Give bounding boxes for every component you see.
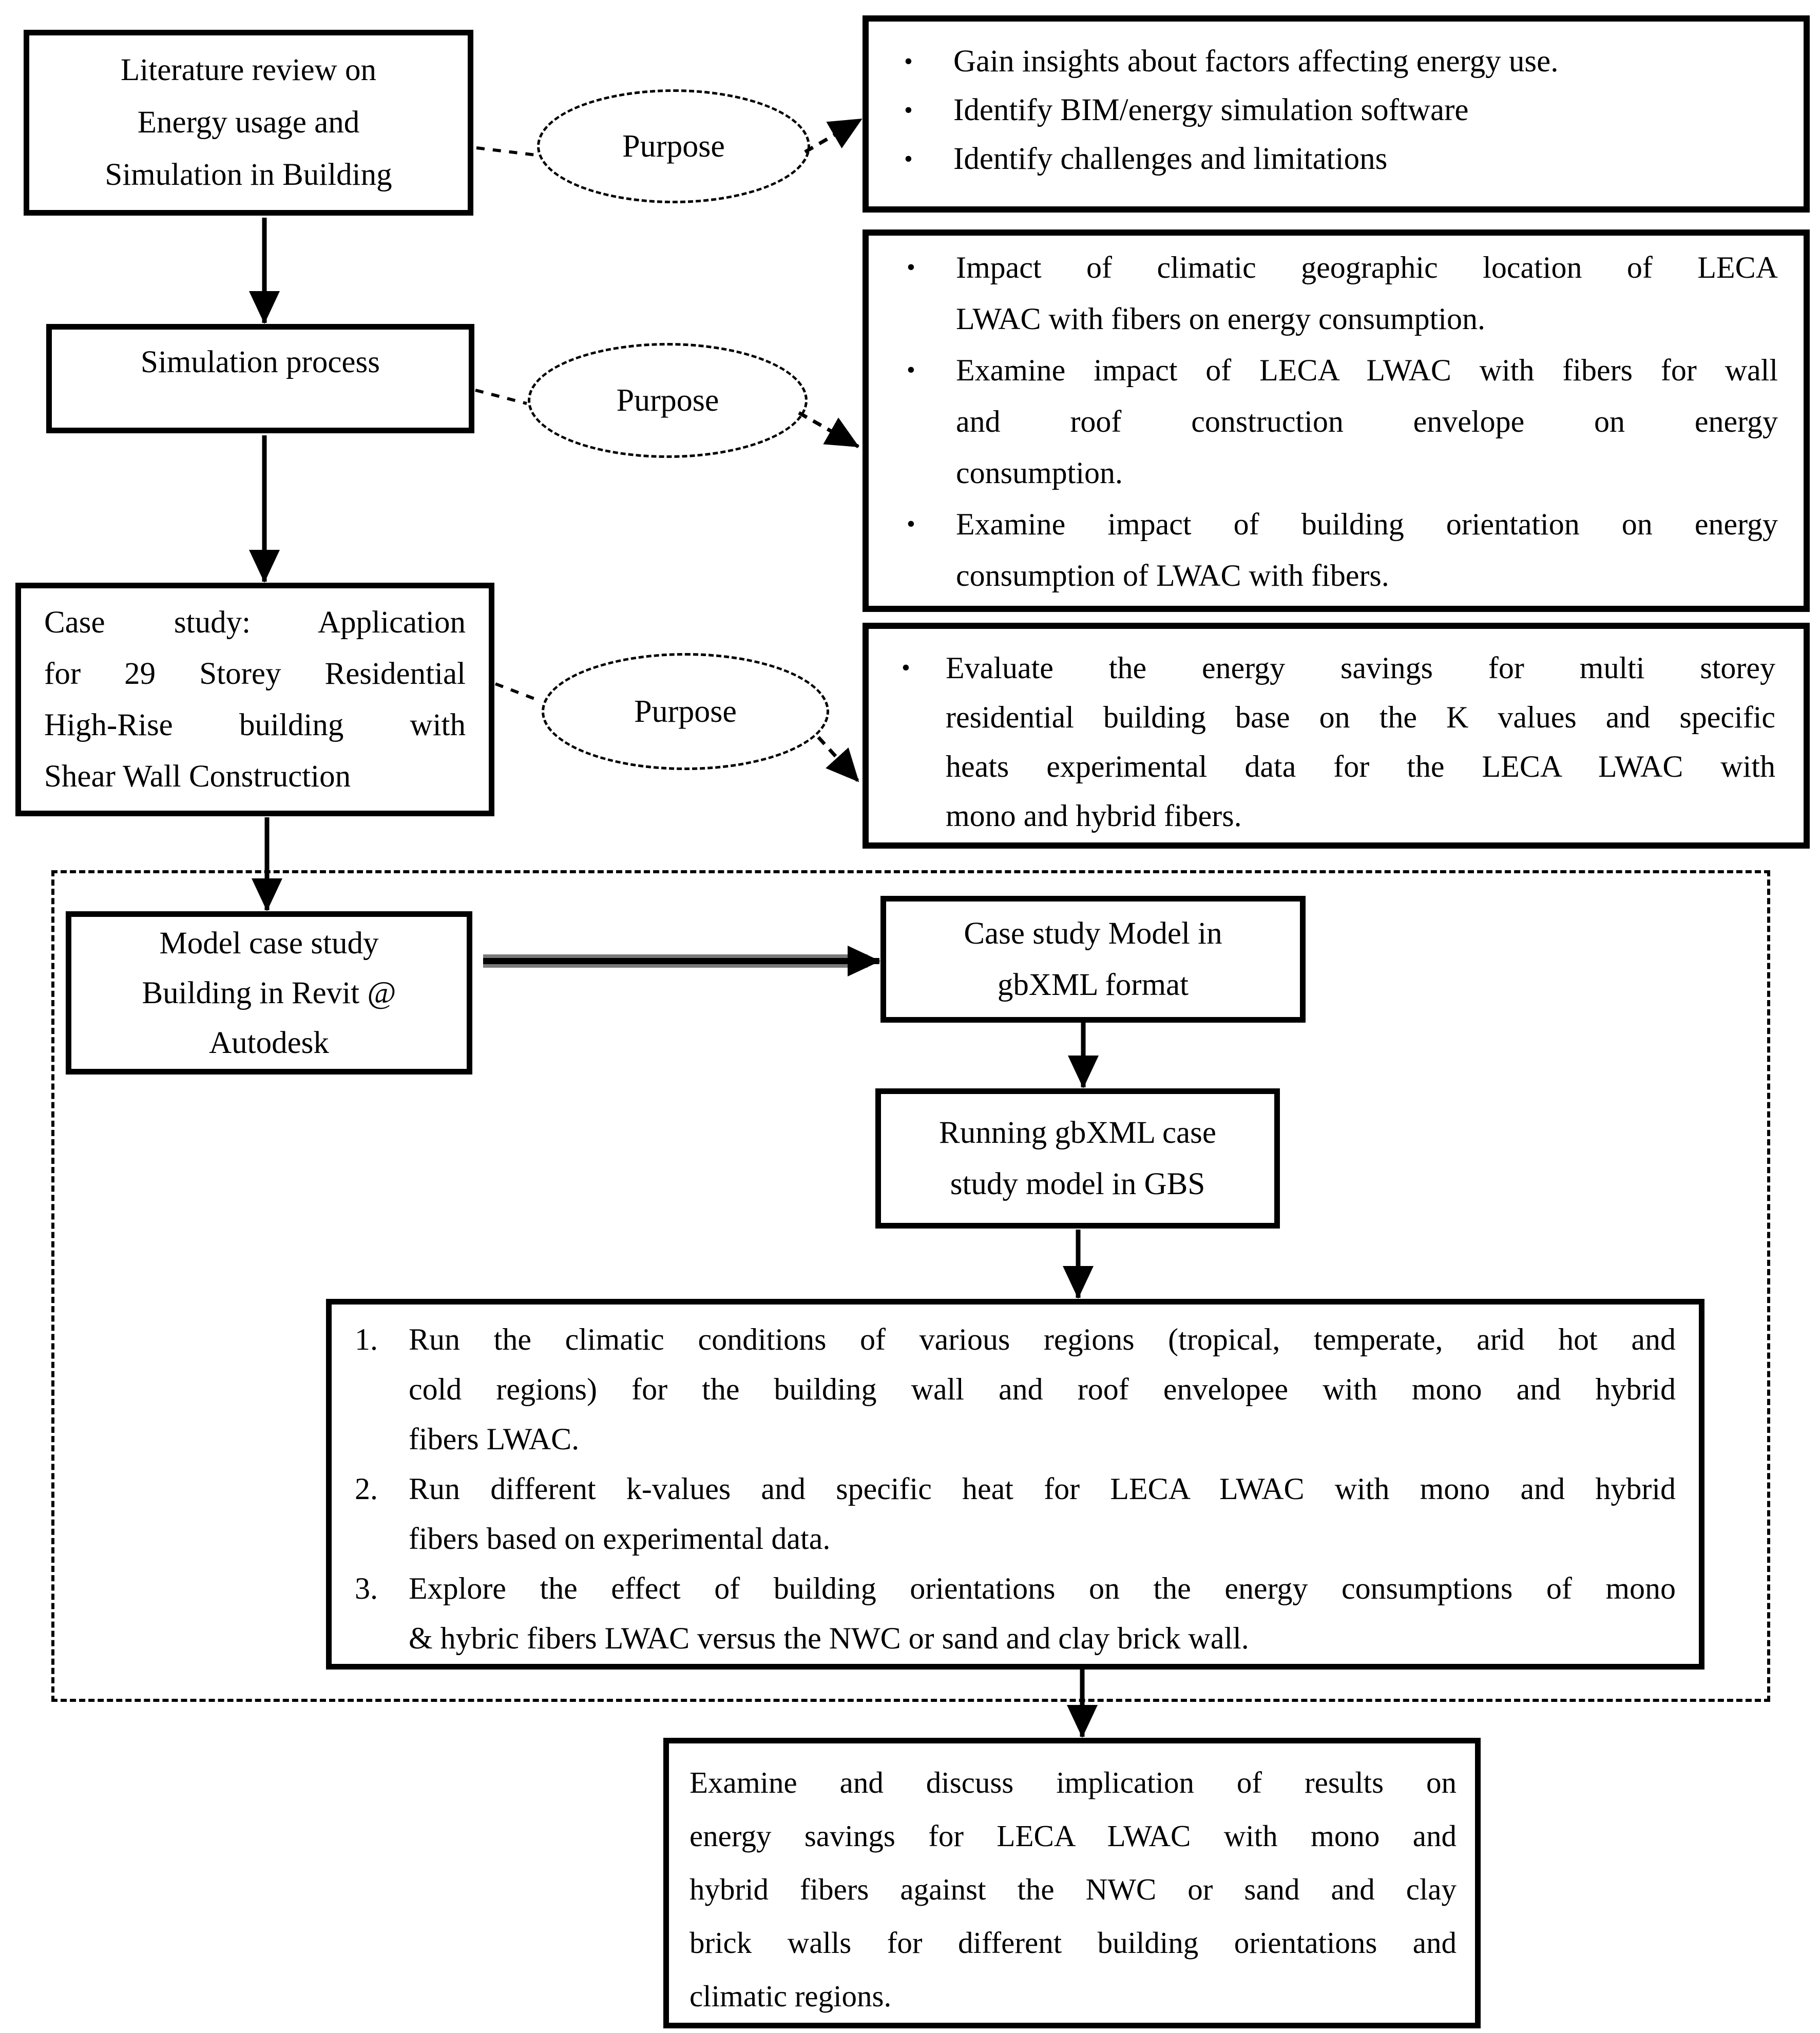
purpose-ellipse-1: Purpose bbox=[537, 89, 810, 203]
bullet-text: Identify challenges and limitations bbox=[953, 142, 1388, 176]
step-text: Run different k-values and specific heat… bbox=[409, 1472, 1676, 1506]
bullet-icon: • bbox=[904, 145, 913, 172]
literature-review-box: Literature review on Energy usage and Si… bbox=[24, 30, 473, 216]
box-text-line: Case study: Application bbox=[44, 605, 466, 640]
purpose-label: Purpose bbox=[634, 694, 737, 729]
bullet-text: consumption of LWAC with fibers. bbox=[956, 559, 1389, 592]
bullet-text: heats experimental data for the LECA LWA… bbox=[946, 750, 1775, 783]
purpose-ellipse-3: Purpose bbox=[542, 653, 829, 770]
simulation-steps-box: 1. Run the climatic conditions of variou… bbox=[326, 1299, 1704, 1670]
box-text-line: Examine and discuss implication of resul… bbox=[689, 1766, 1457, 1799]
box-text-line: Simulation process bbox=[141, 344, 380, 379]
bullet-item: • Identify BIM/energy simulation softwar… bbox=[897, 86, 1780, 135]
simulation-process-dashed-container bbox=[51, 870, 1770, 1702]
box-text-line: study model in GBS bbox=[950, 1166, 1205, 1201]
bullet-icon: • bbox=[902, 654, 910, 681]
bullet-text: residential building base on the K value… bbox=[946, 700, 1775, 734]
bullet-text: Evaluate the energy savings for multi st… bbox=[946, 651, 1775, 685]
box-text-line: energy savings for LECA LWAC with mono a… bbox=[689, 1819, 1457, 1853]
dashed-connector bbox=[475, 389, 527, 405]
step-number: 2. bbox=[355, 1472, 378, 1506]
box-text-line: Building in Revit @ bbox=[142, 975, 396, 1010]
step-number: 1. bbox=[355, 1322, 378, 1356]
box-text-line: Running gbXML case bbox=[939, 1115, 1216, 1150]
case-study-purpose-bullets-box: • Evaluate the energy savings for multi … bbox=[863, 623, 1810, 849]
bullet-text: Gain insights about factors affecting en… bbox=[953, 44, 1559, 79]
bullet-text: Examine impact of LECA LWAC with fibers … bbox=[956, 353, 1778, 387]
results-discussion-box: Examine and discuss implication of resul… bbox=[663, 1738, 1481, 2028]
step-text: Run the climatic conditions of various r… bbox=[409, 1322, 1676, 1356]
step-text: fibers LWAC. bbox=[409, 1422, 580, 1456]
simulation-process-box: Simulation process bbox=[46, 324, 474, 433]
bullet-item: • Identify challenges and limitations bbox=[897, 135, 1780, 183]
bullet-icon: • bbox=[907, 254, 915, 281]
bullet-item: • Gain insights about factors affecting … bbox=[897, 37, 1780, 86]
box-text-line: Shear Wall Construction bbox=[44, 759, 351, 794]
bullet-item: • Evaluate the energy savings for multi … bbox=[894, 643, 1775, 840]
step-text: & hybric fibers LWAC versus the NWC or s… bbox=[409, 1621, 1249, 1655]
box-text-line: Energy usage and bbox=[137, 105, 360, 140]
dashed-arrow-icon bbox=[817, 736, 860, 783]
bullet-icon: • bbox=[904, 97, 913, 124]
gbs-run-box: Running gbXML case study model in GBS bbox=[875, 1088, 1280, 1229]
bullet-text: mono and hybrid fibers. bbox=[946, 799, 1242, 833]
case-study-box: Case study: Application for 29 Storey Re… bbox=[15, 583, 494, 816]
gbxml-model-box: Case study Model in gbXML format bbox=[880, 896, 1306, 1023]
numbered-step: 3. Explore the effect of building orient… bbox=[355, 1564, 1676, 1663]
dashed-arrow-icon bbox=[804, 117, 863, 154]
box-text-line: Simulation in Building bbox=[105, 158, 392, 192]
box-text-line: brick walls for different building orien… bbox=[689, 1926, 1457, 1960]
bullet-text: Identify BIM/energy simulation software bbox=[953, 93, 1469, 127]
box-text-line: for 29 Storey Residential bbox=[44, 656, 466, 691]
dashed-connector bbox=[476, 146, 537, 157]
bullet-item: • Examine impact of building orientation… bbox=[899, 498, 1778, 601]
box-text-line: High-Rise building with bbox=[44, 707, 466, 742]
step-number: 3. bbox=[355, 1571, 378, 1605]
bullet-text: Impact of climatic geographic location o… bbox=[956, 251, 1778, 284]
bullet-item: • Impact of climatic geographic location… bbox=[899, 242, 1778, 344]
revit-model-box: Model case study Building in Revit @ Aut… bbox=[66, 911, 472, 1075]
dashed-connector bbox=[494, 682, 542, 703]
literature-purpose-bullets-box: • Gain insights about factors affecting … bbox=[863, 15, 1810, 213]
numbered-step: 1. Run the climatic conditions of variou… bbox=[355, 1315, 1676, 1464]
dashed-arrow-icon bbox=[798, 411, 859, 449]
bullet-icon: • bbox=[907, 510, 915, 538]
bullet-text: consumption. bbox=[956, 456, 1123, 490]
box-text-line: climatic regions. bbox=[689, 1979, 892, 2013]
purpose-label: Purpose bbox=[622, 128, 725, 164]
box-text-line: Literature review on bbox=[121, 53, 376, 87]
step-text: Explore the effect of building orientati… bbox=[409, 1571, 1676, 1605]
numbered-step: 2. Run different k-values and specific h… bbox=[355, 1464, 1676, 1564]
box-text-line: Case study Model in bbox=[964, 916, 1222, 951]
bullet-icon: • bbox=[907, 356, 915, 383]
simulation-purpose-bullets-box: • Impact of climatic geographic location… bbox=[863, 229, 1810, 612]
box-text-line: hybrid fibers against the NWC or sand an… bbox=[689, 1872, 1457, 1906]
bullet-item: • Examine impact of LECA LWAC with fiber… bbox=[899, 344, 1778, 498]
bullet-text: LWAC with fibers on energy consumption. bbox=[956, 302, 1485, 336]
purpose-label: Purpose bbox=[616, 382, 719, 418]
step-text: fibers based on experimental data. bbox=[409, 1522, 831, 1556]
bullet-text: Examine impact of building orientation o… bbox=[956, 507, 1778, 541]
box-text-line: Autodesk bbox=[209, 1025, 329, 1060]
bullet-text: and roof construction envelope on energy bbox=[956, 405, 1778, 438]
step-text: cold regions) for the building wall and … bbox=[409, 1372, 1676, 1406]
box-text-line: gbXML format bbox=[997, 967, 1189, 1002]
box-text-line: Model case study bbox=[159, 926, 379, 961]
bullet-icon: • bbox=[904, 48, 913, 75]
purpose-ellipse-2: Purpose bbox=[528, 343, 808, 458]
